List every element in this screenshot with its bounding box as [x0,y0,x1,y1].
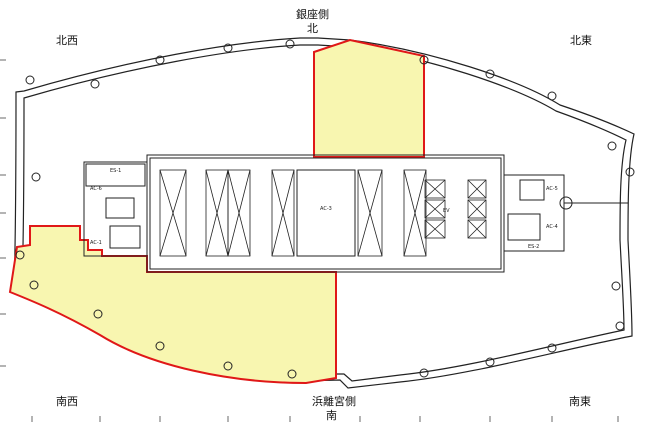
shaft-cross [467,219,487,239]
leasing-area-southwest [8,225,337,385]
shaft-cell [357,169,383,257]
shaft-cross [271,169,295,257]
shaft-cell [271,169,295,257]
shaft-cell [467,199,487,219]
shaft-cell [424,219,446,239]
right-column [559,196,573,210]
column-marker [223,43,233,53]
shaft-cross [424,199,446,219]
shaft-cell [424,179,446,199]
column-marker [485,357,495,367]
corner-southeast-label: 南東 [569,395,591,408]
column-marker [29,280,39,290]
core [83,154,565,273]
column-marker [285,39,295,49]
shaft-cross [205,169,229,257]
room-label-ac1: AC-1 [90,240,102,246]
room-label-ac3: AC-3 [320,206,332,212]
shaft-cross [467,179,487,199]
room-label-ev: EV [443,208,450,214]
shaft-cell [467,219,487,239]
bottom-ticks [31,416,619,422]
column-marker [547,343,557,353]
column-marker [547,91,557,101]
shaft-cross [357,169,383,257]
column-marker [611,281,621,291]
corner-northeast-label: 北東 [570,34,592,47]
column-marker [419,55,429,65]
shaft-cross [227,169,251,257]
column-marker [155,55,165,65]
corner-northwest-label: 北西 [56,34,78,47]
shaft-cell [159,169,187,257]
room-label-ac6: AC-6 [90,186,102,192]
column-marker [155,341,165,351]
top-side-label: 銀座側 [296,8,329,21]
bottom-direction-label: 南 [326,409,337,422]
room-label-es2: ES-2 [528,244,539,250]
room-label-ac4: AC-4 [546,224,558,230]
left-ticks [0,59,6,367]
shaft-cell [403,169,427,257]
column-marker [607,141,617,151]
column-marker [287,369,297,379]
perimeter-columns [15,39,635,379]
room-label-ac5: AC-5 [546,186,558,192]
top-direction-label: 北 [307,22,318,35]
shaft-cross [424,219,446,239]
column-marker [93,309,103,319]
bottom-side-label: 浜離宮側 [312,395,356,408]
shaft-cell [467,179,487,199]
column-marker [25,75,35,85]
column-marker [15,250,25,260]
column-marker [31,172,41,182]
shaft-cross [467,199,487,219]
shaft-cross [424,179,446,199]
column-marker [90,79,100,89]
column-marker [223,361,233,371]
column-marker [615,321,625,331]
column-marker [419,368,429,378]
column-marker [625,167,635,177]
elevator-shafts [159,169,487,257]
leasing-area-north [313,38,425,158]
shaft-cell [227,169,251,257]
column-marker [485,69,495,79]
shaft-cell [424,199,446,219]
shaft-cross [403,169,427,257]
corner-southwest-label: 南西 [56,395,78,408]
shaft-cross [159,169,187,257]
room-label-es1: ES-1 [110,168,121,174]
